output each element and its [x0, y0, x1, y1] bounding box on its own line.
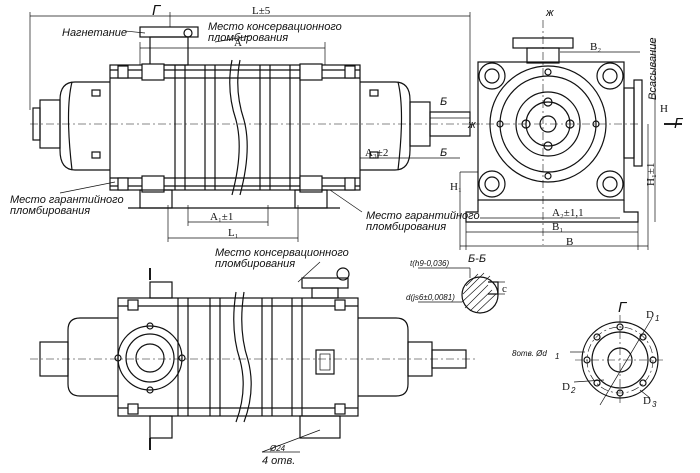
dimension-c: c [502, 283, 507, 295]
dimension-B2: B₂ [590, 41, 601, 53]
dimension-D2: D [562, 381, 570, 393]
dimension-H1: H₁ [450, 181, 462, 193]
dimension-D3: D [643, 395, 651, 407]
conservation-seal-top-label-2: пломбирования [208, 32, 288, 44]
dimension-L: L±5 [252, 5, 271, 17]
holes-diameter-label: Ø24 [269, 444, 286, 453]
holes-count-label: 4 отв. [262, 455, 295, 467]
warranty-seal-right-label-1: Место гарантийного [366, 210, 480, 222]
dimension-H: H [660, 103, 668, 115]
warranty-seal-left-label-1: Место гарантийного [10, 194, 124, 206]
flange-holes-sub: 1 [555, 352, 559, 361]
section-bb-view [418, 267, 505, 314]
view-g-title: Г [618, 299, 628, 316]
dimension-D3-sub: 3 [652, 400, 657, 409]
warranty-seal-right-label-2: пломбирования [366, 221, 446, 233]
flange-holes-label: 8отв. Ød [512, 349, 547, 358]
axis-mark-zh-top: ж [545, 7, 554, 19]
plan-view [30, 261, 475, 453]
dimension-A1: A₁±1 [210, 211, 233, 223]
dimension-D1: D [646, 309, 654, 321]
dimension-A2: A₂±1,1 [552, 207, 584, 219]
discharge-label: Нагнетание [62, 27, 127, 39]
side-elevation-view [459, 20, 682, 250]
warranty-seal-left-label-2: пломбирования [10, 205, 90, 217]
dimension-L1: L₁ [228, 227, 239, 239]
suction-label: Всасывание [647, 38, 659, 100]
section-mark-g-right: Г [674, 115, 684, 132]
dimension-D2-sub: 2 [570, 386, 576, 395]
dimension-B: B [566, 236, 573, 248]
dimension-B1: B₁ [552, 221, 563, 233]
section-mark-g-top: Г [152, 2, 162, 19]
tolerance-t-label: t(h9-0,036) [410, 259, 449, 268]
dimension-H1-tolerance: H₁±1 [645, 163, 657, 186]
tolerance-d-label: d(js6±0,0081) [406, 293, 455, 302]
dimension-A: A [234, 37, 242, 49]
conservation-seal-bottom-label-2: пломбирования [215, 258, 295, 270]
conservation-seal-top-label-1: Место консервационного [208, 21, 342, 33]
section-bb-title: Б-Б [468, 253, 486, 265]
front-elevation-view [29, 12, 480, 242]
axis-mark-zh-left: ж [467, 119, 476, 131]
section-mark-b-upper: Б [440, 96, 447, 108]
dimension-A3: A₃±2 [365, 147, 388, 159]
view-g-flange [570, 315, 665, 406]
dimension-D1-sub: 1 [655, 314, 659, 323]
conservation-seal-bottom-label-1: Место консервационного [215, 247, 349, 259]
section-mark-b-lower: Б [440, 147, 447, 159]
